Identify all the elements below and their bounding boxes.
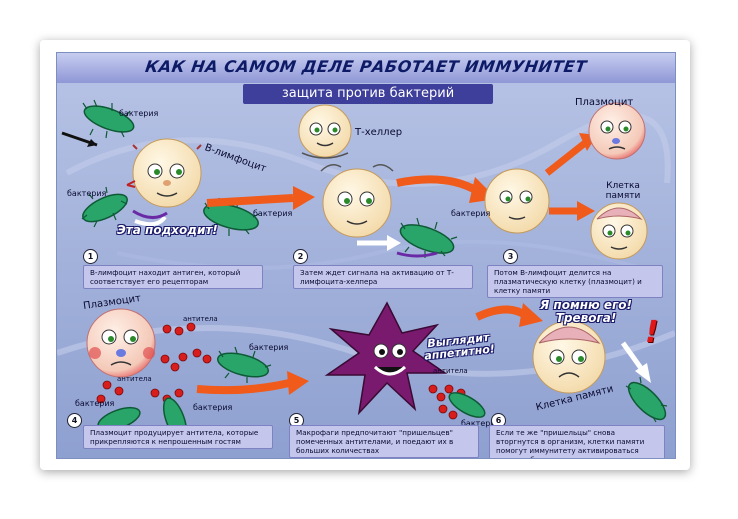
b-lymphocyte-2 <box>320 164 394 238</box>
step-caption-6: Если те же "пришельцы" снова вторгнутся … <box>489 425 665 458</box>
page-title: КАК НА САМОМ ДЕЛЕ РАБОТАЕТ ИММУНИТЕТ <box>144 57 588 76</box>
antibodies-cluster-1 <box>96 322 212 404</box>
b-lymphocyte-1 <box>132 138 202 208</box>
label-t-helper: Т-хеллер <box>355 127 403 138</box>
label-plasmocyte-1: Плазмоцит <box>575 97 634 108</box>
step-caption-4: Плазмоцит продуцирует антитела, которые … <box>83 425 273 449</box>
label-bacteria-7: бактерия <box>193 403 233 412</box>
label-bacteria-2: бактерия <box>67 189 107 198</box>
speech-this-fits: Эта подходит! <box>117 223 218 237</box>
bacterium-8 <box>448 392 486 418</box>
step-number-2: 2 <box>293 249 308 264</box>
label-antibodies-3: антитела <box>433 367 468 375</box>
b-lymphocyte-3 <box>484 168 550 234</box>
label-bacteria-5: бактерия <box>249 343 289 352</box>
step-caption-5: Макрофаги предпочитают "пришельцев" поме… <box>289 425 479 458</box>
step-caption-3: Потом В-лимфоцит делится на плазматическ… <box>487 265 663 298</box>
label-bacteria-3: бактерия <box>253 209 293 218</box>
bacterium-4 <box>399 217 458 258</box>
plasmocyte-1 <box>588 102 646 160</box>
label-antibodies-2: антитела <box>117 375 152 383</box>
step-number-3: 3 <box>503 249 518 264</box>
step-number-5: 5 <box>289 413 304 428</box>
label-bacteria-4: бактерия <box>451 209 491 218</box>
t-helper <box>298 104 352 159</box>
bacterium-5 <box>217 346 272 383</box>
page-subtitle: защита против бактерий <box>243 84 493 104</box>
bacterium-1 <box>82 99 135 139</box>
step-caption-1: В-лимфоцит находит антиген, который соот… <box>83 265 263 289</box>
label-bacteria-6: бактерия <box>75 399 115 408</box>
label-memory-cell-1: Клетка памяти <box>605 181 641 201</box>
memory-cell-2 <box>532 320 606 394</box>
step-number-4: 4 <box>67 413 82 428</box>
step-number-1: 1 <box>83 249 98 264</box>
bacterium-9 <box>625 376 668 423</box>
plasmocyte-2 <box>86 308 156 378</box>
bacterium-2 <box>81 186 128 228</box>
label-antibodies-1: антитела <box>183 315 218 323</box>
exclamation-mark: ! <box>645 315 659 350</box>
label-bacteria-1: бактерия <box>119 109 159 118</box>
step-caption-2: Затем ждет сигнала на активацию от Т-лим… <box>293 265 473 289</box>
immunity-poster: КАК НА САМОМ ДЕЛЕ РАБОТАЕТ ИММУНИТЕТ защ… <box>56 52 676 459</box>
label-bacteria-8: бактерия <box>461 419 501 428</box>
macrophage <box>324 301 448 416</box>
memory-cell-1 <box>590 202 648 260</box>
speech-remember: Я помню его! Тревога! <box>539 298 633 325</box>
